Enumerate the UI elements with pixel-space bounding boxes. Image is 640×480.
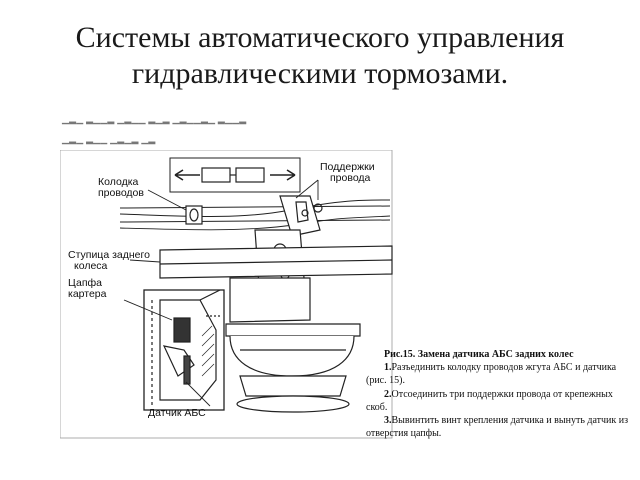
slide-title-line-2: гидравлическими тормозами. (131, 57, 509, 90)
label-harness-connector-line-2: проводов (98, 187, 144, 199)
label-axle-flange: Цапфа картера (68, 278, 106, 300)
caption-step-3: 3.Вывинтить винт крепления датчика и вын… (366, 415, 629, 440)
label-wire-supports-line-2: провода (330, 172, 371, 184)
label-axle-flange-line-2: картера (68, 288, 107, 300)
label-rear-hub-line-1: Ступица заднего (68, 249, 150, 261)
caption-step-2: 2.Отсоединить три поддержки провода от к… (366, 388, 613, 413)
label-wire-supports: Поддержки провода (320, 162, 375, 184)
label-axle-flange-line-1: Цапфа (68, 277, 103, 289)
diagram-drawing (60, 150, 393, 439)
label-rear-hub: Ступица заднего колеса (68, 250, 150, 272)
label-harness-connector: Колодка проводов (98, 177, 144, 199)
faint-scan-text-1: ▁▂▁ ▂▁▁▂ ▁▂▁▁ ▂▁▂ ▁▂▁▁▂▁ ▂▁▁▂ (62, 114, 247, 124)
caption-step-1: 1.Разъединить колодку проводов жгута АБС… (366, 362, 617, 387)
faint-scan-text-2: ▁▂▁ ▂▁▁ ▁▂▁▂ ▁▂ (62, 134, 156, 144)
abs-sensor-diagram: Колодка проводов Поддержки провода Ступи… (60, 150, 394, 440)
label-abs-sensor: Датчик АБС (148, 407, 206, 419)
label-harness-connector-line-1: Колодка (98, 176, 139, 188)
label-rear-hub-line-2: колеса (74, 260, 108, 272)
slide-title: Системы автоматического управления гидра… (0, 20, 640, 92)
label-wire-supports-line-1: Поддержки (320, 161, 375, 173)
caption-title: Рис.15. Замена датчика АБС задних колес (384, 349, 574, 360)
slide-title-line-1: Системы автоматического управления (75, 21, 565, 54)
figure-caption: Рис.15. Замена датчика АБС задних колес … (366, 348, 636, 440)
